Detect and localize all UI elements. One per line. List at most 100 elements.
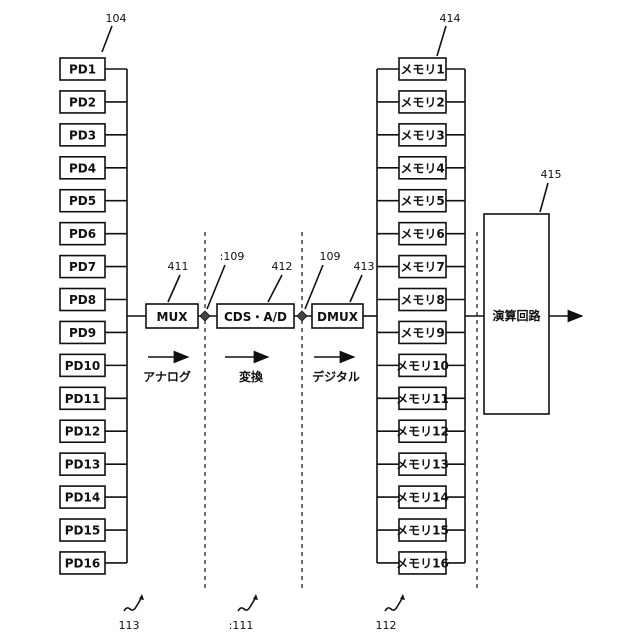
photodiode-9: PD9 bbox=[60, 321, 127, 343]
leader-compute bbox=[540, 183, 548, 212]
photodiode-16: PD16 bbox=[60, 552, 127, 574]
memory-7: メモリ7 bbox=[377, 256, 465, 278]
ref-node-right: 109 bbox=[320, 250, 341, 263]
node-left bbox=[200, 311, 210, 321]
photodiode-group: PD1PD2PD3PD4PD5PD6PD7PD8PD9PD10PD11PD12P… bbox=[60, 58, 127, 574]
photodiode-12: PD12 bbox=[60, 420, 127, 442]
leader-node-left bbox=[207, 265, 225, 309]
memory-6: メモリ6 bbox=[377, 223, 465, 245]
memory-8: メモリ8 bbox=[377, 289, 465, 311]
squiggle-digital-tip bbox=[400, 594, 405, 600]
memory-label: メモリ2 bbox=[400, 95, 444, 109]
compute-label: 演算回路 bbox=[492, 308, 541, 323]
ref-region-convert: :111 bbox=[229, 619, 254, 632]
stage-label-convert: 変換 bbox=[239, 369, 264, 384]
memory-5: メモリ5 bbox=[377, 190, 465, 212]
stage-label-analog: アナログ bbox=[143, 369, 191, 384]
photodiode-label: PD3 bbox=[69, 128, 96, 142]
photodiode-2: PD2 bbox=[60, 91, 127, 113]
squiggle-analog-tip bbox=[139, 594, 144, 600]
memory-label: メモリ1 bbox=[400, 63, 444, 77]
ref-memory-group: 414 bbox=[440, 12, 461, 25]
memory-4: メモリ4 bbox=[377, 157, 465, 179]
photodiode-label: PD11 bbox=[65, 392, 100, 406]
photodiode-3: PD3 bbox=[60, 124, 127, 146]
ref-region-analog: 113 bbox=[119, 619, 140, 632]
photodiode-4: PD4 bbox=[60, 157, 127, 179]
ref-region-digital: 112 bbox=[376, 619, 397, 632]
memory-label: メモリ3 bbox=[400, 128, 444, 142]
photodiode-label: PD15 bbox=[65, 524, 100, 538]
memory-label: メモリ9 bbox=[400, 326, 444, 340]
photodiode-label: PD12 bbox=[65, 425, 100, 439]
memory-label: メモリ15 bbox=[396, 524, 449, 538]
photodiode-15: PD15 bbox=[60, 519, 127, 541]
photodiode-14: PD14 bbox=[60, 486, 127, 508]
ref-mux: 411 bbox=[168, 260, 189, 273]
photodiode-label: PD5 bbox=[69, 194, 96, 208]
memory-label: メモリ13 bbox=[396, 458, 449, 472]
memory-15: メモリ15 bbox=[377, 519, 465, 541]
memory-label: メモリ8 bbox=[400, 293, 444, 307]
leader-memory-group bbox=[437, 26, 446, 56]
memory-label: メモリ7 bbox=[400, 260, 444, 274]
photodiode-7: PD7 bbox=[60, 256, 127, 278]
ref-pd-group: 104 bbox=[106, 12, 127, 25]
memory-13: メモリ13 bbox=[377, 453, 465, 475]
photodiode-label: PD1 bbox=[69, 63, 96, 77]
memory-3: メモリ3 bbox=[377, 124, 465, 146]
memory-label: メモリ14 bbox=[396, 491, 449, 505]
photodiode-label: PD2 bbox=[69, 95, 96, 109]
photodiode-10: PD10 bbox=[60, 354, 127, 376]
stage-label-digital: デジタル bbox=[312, 369, 360, 384]
memory-label: メモリ16 bbox=[396, 556, 449, 570]
memory-14: メモリ14 bbox=[377, 486, 465, 508]
photodiode-5: PD5 bbox=[60, 190, 127, 212]
photodiode-11: PD11 bbox=[60, 387, 127, 409]
squiggle-convert bbox=[238, 597, 256, 611]
leader-pd-group bbox=[102, 26, 112, 52]
squiggle-convert-tip bbox=[253, 594, 258, 600]
photodiode-label: PD14 bbox=[65, 491, 100, 505]
photodiode-13: PD13 bbox=[60, 453, 127, 475]
photodiode-label: PD7 bbox=[69, 260, 96, 274]
photodiode-8: PD8 bbox=[60, 289, 127, 311]
leader-node-right bbox=[305, 265, 323, 309]
dmux-label: DMUX bbox=[317, 310, 359, 324]
memory-12: メモリ12 bbox=[377, 420, 465, 442]
memory-9: メモリ9 bbox=[377, 321, 465, 343]
memory-1: メモリ1 bbox=[377, 58, 465, 80]
memory-group: メモリ1 メモリ2 メモリ3 メモリ4 メモリ5 メモリ6 メモリ7 メモリ8 メモリ9 メモリ1… bbox=[377, 58, 465, 574]
photodiode-label: PD13 bbox=[65, 458, 100, 472]
photodiode-6: PD6 bbox=[60, 223, 127, 245]
memory-label: メモリ4 bbox=[400, 161, 444, 175]
photodiode-label: PD6 bbox=[69, 227, 96, 241]
photodiode-label: PD8 bbox=[69, 293, 96, 307]
memory-label: メモリ6 bbox=[400, 227, 444, 241]
photodiode-label: PD4 bbox=[69, 161, 96, 175]
memory-2: メモリ2 bbox=[377, 91, 465, 113]
memory-label: メモリ10 bbox=[396, 359, 449, 373]
photodiode-label: PD16 bbox=[65, 556, 100, 570]
leader-mux bbox=[168, 275, 180, 302]
memory-label: メモリ11 bbox=[396, 392, 449, 406]
node-right bbox=[297, 311, 307, 321]
squiggle-analog bbox=[124, 597, 142, 611]
cds-ad-label: CDS・A/D bbox=[224, 310, 287, 324]
mux-label: MUX bbox=[157, 310, 189, 324]
memory-label: メモリ12 bbox=[396, 425, 449, 439]
leader-dmux bbox=[350, 275, 362, 302]
photodiode-label: PD10 bbox=[65, 359, 100, 373]
ref-cds-ad: 412 bbox=[272, 260, 293, 273]
photodiode-label: PD9 bbox=[69, 326, 96, 340]
memory-10: メモリ10 bbox=[377, 354, 465, 376]
leader-cds-ad bbox=[268, 275, 282, 302]
ref-node-left: :109 bbox=[220, 250, 245, 263]
memory-11: メモリ11 bbox=[377, 387, 465, 409]
squiggle-digital bbox=[385, 597, 403, 611]
ref-dmux: 413 bbox=[354, 260, 375, 273]
memory-label: メモリ5 bbox=[400, 194, 444, 208]
ref-compute: 415 bbox=[541, 168, 562, 181]
memory-16: メモリ16 bbox=[377, 552, 465, 574]
